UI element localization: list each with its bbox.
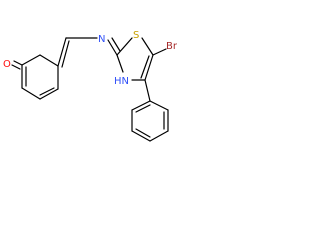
bond-s-c5 [141, 37, 154, 56]
bond-c2-c3 [39, 54, 59, 67]
bond-carbonyl-1 [13, 60, 23, 66]
bond-carbonyl-2 [11, 64, 21, 70]
bond-ph-1-2 [149, 100, 169, 111]
bond-ph-6-1-double [135, 104, 151, 113]
atom-nitrogen-ring: HN [114, 76, 129, 87]
bond-ph-4-5 [131, 130, 151, 142]
bond-c5-c4-double [140, 55, 150, 79]
bond-c4-c5 [39, 88, 59, 100]
bond-c2-s [116, 37, 133, 56]
bond-ph-4-5-double [135, 128, 151, 138]
atom-sulfur: S [133, 30, 139, 41]
bond-ph-6-1 [131, 100, 151, 111]
bond-c3-methine-double [61, 40, 70, 68]
atom-bromine: Br [166, 41, 178, 52]
bond-n-c2thz-double [111, 37, 121, 52]
bond-c4-c5-double [39, 87, 55, 96]
bond-c3-methine [57, 37, 67, 67]
bond-c4-phenyl [144, 79, 151, 102]
bond-n-c2thz [107, 39, 118, 56]
molecule-structure: O N S Br HN [3, 30, 178, 142]
molecule-diagram: O N S Br HN [0, 0, 193, 148]
bond-c5-c6 [21, 87, 41, 100]
bond-n3-c2 [116, 54, 124, 73]
atom-oxygen: O [3, 59, 11, 70]
bond-c5-br [152, 48, 167, 56]
bond-ph-3-4 [149, 130, 169, 142]
bond-c1-c2 [21, 54, 41, 66]
bond-c5-c4 [144, 54, 154, 81]
atom-nitrogen-imine: N [98, 34, 105, 45]
